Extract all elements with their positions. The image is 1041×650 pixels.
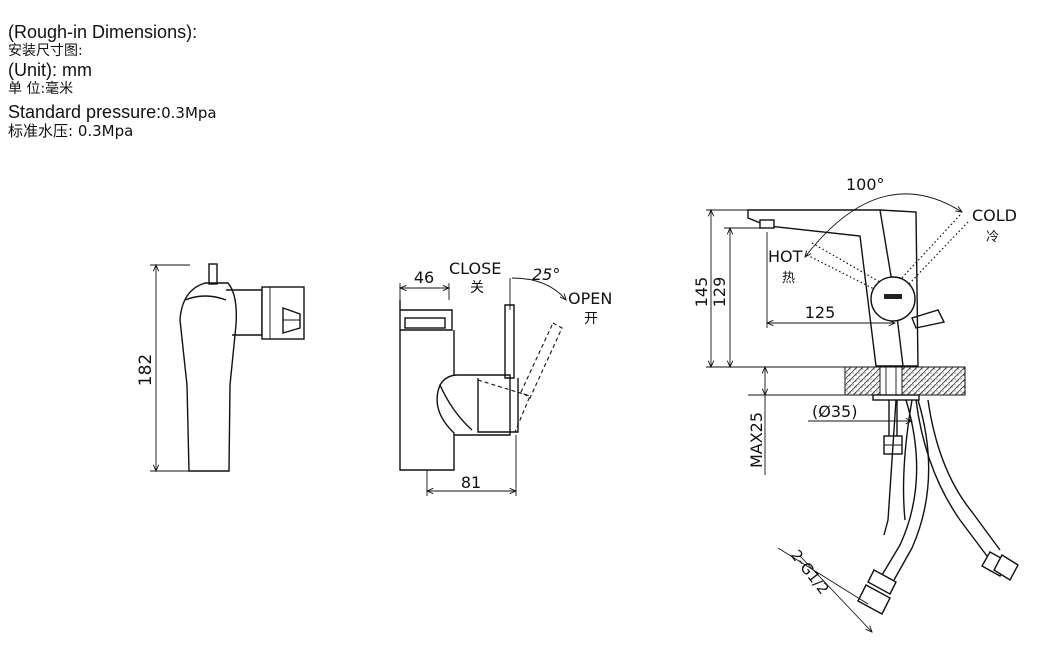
pressure-label-en: Standard pressure: — [8, 101, 162, 122]
thread-size-label: 2-G1/2 — [787, 546, 833, 597]
hot-label-en: HOT — [768, 247, 803, 266]
side-width-bottom-label: 81 — [461, 473, 481, 492]
side-width-top-label: 46 — [414, 268, 434, 287]
open-label-zh: 开 — [584, 311, 598, 327]
profile-view: 100° COLD 冷 HOT 热 145 129 125 — [692, 175, 1019, 632]
reach-label: 125 — [805, 303, 836, 322]
rough-in-title-zh: 安装尺寸图: — [8, 43, 83, 60]
max-thickness-label: MAX25 — [747, 412, 766, 468]
unit-label-en: (Unit): mm — [8, 59, 92, 80]
hole-diameter-label: (Ø35) — [812, 402, 857, 421]
hot-label-zh: 热 — [782, 271, 795, 286]
front-view: 182 — [136, 263, 305, 471]
front-height-label: 182 — [136, 354, 156, 386]
total-height-label: 145 — [692, 277, 711, 308]
close-label-en: CLOSE — [449, 259, 501, 278]
handle-angle-label: 25° — [532, 265, 560, 284]
pressure-line-zh: 标准水压: 0.3Mpa — [8, 121, 134, 140]
drawing-header: (Rough-in Dimensions): 安装尺寸图: (Unit): mm… — [8, 22, 217, 140]
cold-label-zh: 冷 — [986, 230, 999, 245]
pressure-value-en: 0.3Mpa — [161, 103, 217, 122]
close-label-zh: 关 — [470, 280, 484, 296]
rotation-angle-label: 100° — [846, 175, 885, 194]
cold-label-en: COLD — [972, 206, 1017, 225]
rough-in-title-en: (Rough-in Dimensions): — [8, 22, 198, 42]
pressure-line-en: Standard pressure:0.3Mpa — [8, 102, 217, 123]
open-label-en: OPEN — [568, 289, 612, 308]
side-view: 46 CLOSE 关 25° OPEN 开 81 — [400, 259, 612, 496]
spout-height-label: 129 — [710, 277, 729, 308]
unit-label-zh: 单 位:毫米 — [8, 80, 74, 97]
